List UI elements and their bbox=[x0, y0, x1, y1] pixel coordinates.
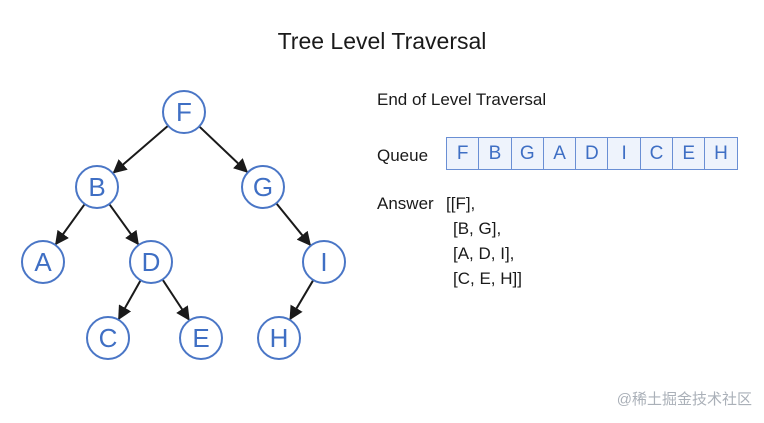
edge-g-i bbox=[275, 202, 312, 247]
answer-list: [[F], [B, G], [A, D, I], [C, E, H]] bbox=[446, 194, 522, 294]
node-circle bbox=[162, 90, 206, 134]
binary-tree: F B G A D I C E H bbox=[21, 90, 346, 360]
edge-b-a bbox=[55, 203, 86, 246]
node-label: E bbox=[192, 323, 209, 353]
node-label: G bbox=[253, 172, 273, 202]
queue-cell: E bbox=[673, 137, 706, 170]
answer-line: [[F], bbox=[446, 194, 476, 213]
tree-node-c: C bbox=[86, 316, 130, 360]
answer-label: Answer bbox=[377, 194, 434, 213]
node-label: I bbox=[320, 247, 327, 277]
node-label: C bbox=[99, 323, 118, 353]
tree-node-b: B bbox=[75, 165, 119, 209]
queue-cell: B bbox=[479, 137, 512, 170]
tree-node-f: F bbox=[162, 90, 206, 134]
node-label: B bbox=[88, 172, 105, 202]
tree-node-h: H bbox=[257, 316, 301, 360]
queue-cell: F bbox=[447, 137, 480, 170]
tree-node-e: E bbox=[179, 316, 223, 360]
queue-cell: I bbox=[608, 137, 641, 170]
node-circle bbox=[257, 316, 301, 360]
node-circle bbox=[179, 316, 223, 360]
node-label: H bbox=[270, 323, 289, 353]
tree-node-i: I bbox=[302, 240, 346, 284]
diagram-title: Tree Level Traversal bbox=[277, 28, 487, 54]
edge-d-c bbox=[117, 279, 142, 321]
node-circle bbox=[75, 165, 119, 209]
queue-cell: G bbox=[511, 137, 544, 170]
tree-node-g: G bbox=[241, 165, 285, 209]
edge-i-h bbox=[289, 279, 315, 321]
queue-label: Queue bbox=[377, 146, 429, 165]
subtitle: End of Level Traversal bbox=[377, 90, 547, 109]
node-label: F bbox=[176, 97, 192, 127]
tree-node-d: D bbox=[129, 240, 173, 284]
watermark: @稀土掘金技术社区 bbox=[616, 391, 752, 408]
answer-line: [A, D, I], bbox=[453, 244, 515, 263]
node-circle bbox=[129, 240, 173, 284]
node-circle bbox=[21, 240, 65, 284]
answer-line: [B, G], bbox=[453, 219, 502, 238]
node-circle bbox=[241, 165, 285, 209]
queue-cell: C bbox=[640, 137, 674, 170]
edge-f-g bbox=[198, 125, 249, 173]
node-circle bbox=[86, 316, 130, 360]
node-label: A bbox=[34, 247, 52, 277]
tree-node-a: A bbox=[21, 240, 65, 284]
edge-b-d bbox=[108, 203, 139, 246]
queue-cell: H bbox=[705, 137, 738, 170]
queue: F B G A D I C E H bbox=[446, 137, 738, 170]
node-label: D bbox=[142, 247, 161, 277]
node-circle bbox=[302, 240, 346, 284]
answer-line: [C, E, H]] bbox=[453, 269, 522, 288]
edge-d-e bbox=[161, 278, 190, 321]
edge-f-b bbox=[112, 124, 169, 174]
queue-cell: D bbox=[576, 137, 609, 170]
queue-cell: A bbox=[543, 137, 577, 170]
